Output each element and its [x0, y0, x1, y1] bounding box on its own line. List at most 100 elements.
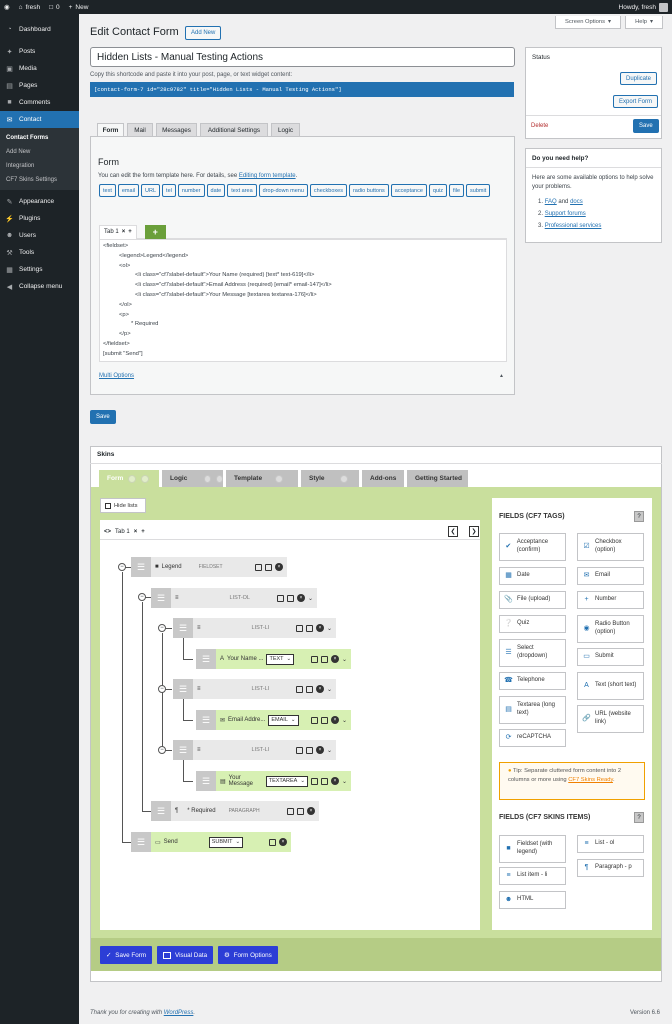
field-recaptcha[interactable]: ⟳reCAPTCHA — [499, 729, 566, 747]
drag-handle-icon[interactable]: ☰ — [196, 710, 216, 730]
multi-options-link[interactable]: Multi Options — [99, 373, 134, 379]
chevron-down-icon[interactable]: ⌄ — [327, 747, 332, 754]
duplicate-icon[interactable] — [306, 625, 313, 632]
help-question-icon[interactable]: ? — [634, 812, 644, 823]
chevron-down-icon[interactable]: ⌄ — [308, 595, 313, 602]
skins-tab-form[interactable]: Form — [99, 470, 159, 487]
sidebar-item-pages[interactable]: ▤Pages — [0, 77, 79, 94]
collapse-arrow-icon[interactable]: ▲ — [499, 373, 504, 379]
item-html[interactable]: ☻HTML — [499, 891, 566, 909]
tree-node-fieldset[interactable]: ☰ ■LegendFIELDSET× — [131, 557, 287, 577]
form-code-editor[interactable]: <fieldset> <legend>Legend</legend> <ol> … — [99, 239, 507, 362]
field-email[interactable]: ✉Email — [577, 567, 644, 585]
drag-handle-icon[interactable]: ☰ — [173, 740, 193, 760]
tree-node-list-li[interactable]: ☰ ≡LIST-LI×⌄ — [173, 740, 336, 760]
cf7-skins-ready-link[interactable]: CF7 Skins Ready — [568, 777, 613, 783]
edit-icon[interactable] — [311, 778, 318, 785]
tag-button-tel[interactable]: tel — [162, 184, 176, 197]
tag-button-submit[interactable]: submit — [466, 184, 490, 197]
professional-services-link[interactable]: Professional services — [545, 223, 602, 229]
sidebar-item-comments[interactable]: ■Comments — [0, 94, 79, 111]
add-tab-button[interactable]: + — [145, 225, 166, 239]
collapse-toggle[interactable]: − — [158, 685, 166, 693]
docs-link[interactable]: docs — [570, 199, 583, 205]
field-type-select[interactable]: EMAIL⌄ — [268, 715, 298, 726]
sidebar-item-media[interactable]: ▣Media — [0, 60, 79, 77]
item-paragraph[interactable]: ¶Paragraph - p — [577, 859, 644, 877]
field-type-select[interactable]: TEXTAREA⌄ — [266, 776, 308, 787]
tag-button-number[interactable]: number — [178, 184, 205, 197]
delete-link[interactable]: Delete — [531, 123, 548, 129]
visual-data-button[interactable]: Visual Data — [157, 946, 213, 964]
drag-handle-icon[interactable]: ☰ — [173, 679, 193, 699]
tab-mail[interactable]: Mail — [127, 123, 153, 137]
delete-icon[interactable]: × — [316, 685, 324, 693]
edit-icon[interactable] — [311, 656, 318, 663]
edit-icon[interactable] — [296, 625, 303, 632]
hide-lists-button[interactable]: Hide lists — [100, 498, 146, 513]
edit-icon[interactable] — [287, 808, 294, 815]
collapse-toggle[interactable]: − — [118, 563, 126, 571]
help-question-icon[interactable]: ? — [634, 511, 644, 522]
editor-tab-1[interactable]: Tab 1×+ — [99, 225, 137, 239]
skins-tab-logic[interactable]: Logic — [162, 470, 223, 487]
chevron-down-icon[interactable]: ⌄ — [342, 717, 347, 724]
chevron-down-icon[interactable]: ⌄ — [342, 778, 347, 785]
chevron-down-icon[interactable]: ⌄ — [342, 656, 347, 663]
skins-tab-template[interactable]: Template — [226, 470, 298, 487]
skins-tab-addons[interactable]: Add-ons — [362, 470, 404, 487]
sidebar-item-tools[interactable]: ⚒Tools — [0, 244, 79, 261]
delete-icon[interactable]: × — [307, 807, 315, 815]
tree-node-list-li[interactable]: ☰ ≡LIST-LI×⌄ — [173, 618, 336, 638]
field-select[interactable]: ☰Select (dropdown) — [499, 639, 566, 667]
duplicate-icon[interactable] — [297, 808, 304, 815]
tree-node-send[interactable]: ☰ ▭SendSUBMIT⌄× — [131, 832, 291, 852]
tree-node-list-ol[interactable]: ☰ ≡LIST-OL×⌄ — [151, 588, 317, 608]
submenu-contact-forms[interactable]: Contact Forms — [0, 131, 79, 145]
field-type-select[interactable]: TEXT⌄ — [266, 654, 294, 665]
field-acceptance[interactable]: ✔Acceptance (confirm) — [499, 533, 566, 561]
field-telephone[interactable]: ☎Telephone — [499, 672, 566, 690]
item-fieldset[interactable]: ■Fieldset (with legend) — [499, 835, 566, 863]
add-new-button[interactable]: Add New — [185, 26, 221, 40]
item-list-li[interactable]: ≡List item - li — [499, 867, 566, 885]
sidebar-item-users[interactable]: ☻Users — [0, 227, 79, 244]
export-form-button[interactable]: Export Form — [613, 95, 658, 108]
field-text[interactable]: AText (short text) — [577, 672, 644, 700]
field-number[interactable]: +Number — [577, 591, 644, 609]
skins-tab-style[interactable]: Style — [301, 470, 359, 487]
save-form-button[interactable]: ✓Save Form — [100, 946, 152, 964]
form-title-input[interactable] — [90, 47, 515, 67]
skins-tab-getting-started[interactable]: Getting Started — [407, 470, 468, 487]
tab-additional-settings[interactable]: Additional Settings — [200, 123, 268, 137]
delete-icon[interactable]: × — [331, 655, 339, 663]
tag-button-checkboxes[interactable]: checkboxes — [310, 184, 347, 197]
delete-icon[interactable]: × — [316, 746, 324, 754]
duplicate-icon[interactable] — [265, 564, 272, 571]
field-checkbox[interactable]: ☑Checkbox (option) — [577, 533, 644, 561]
sidebar-item-dashboard[interactable]: ◔Dashboard — [0, 21, 79, 38]
tree-node-paragraph[interactable]: ☰ ¶* RequiredPARAGRAPH× — [151, 801, 319, 821]
new-content-link[interactable]: +New — [69, 4, 89, 11]
tag-button-textarea[interactable]: text area — [227, 184, 256, 197]
chevron-down-icon[interactable]: ⌄ — [327, 686, 332, 693]
sidebar-item-posts[interactable]: ✦Posts — [0, 43, 79, 60]
account-menu[interactable]: Howdy, fresh — [619, 3, 668, 12]
delete-icon[interactable]: × — [331, 716, 339, 724]
help-button[interactable]: Help▾ — [625, 16, 663, 29]
field-type-select[interactable]: SUBMIT⌄ — [209, 837, 243, 848]
delete-icon[interactable]: × — [279, 838, 287, 846]
sidebar-item-plugins[interactable]: ⚡Plugins — [0, 210, 79, 227]
close-icon[interactable]: × — [122, 229, 126, 235]
plus-icon[interactable]: + — [128, 229, 132, 235]
shortcode-field[interactable]: [contact-form-7 id="28c9782" title="Hidd… — [90, 82, 514, 97]
tree-node-your-message[interactable]: ☰ ▤Your MessageTEXTAREA⌄×⌄ — [196, 771, 351, 791]
edit-icon[interactable] — [255, 564, 262, 571]
site-name-link[interactable]: ⌂fresh — [19, 4, 40, 11]
tag-button-radio[interactable]: radio buttons — [349, 184, 389, 197]
tag-button-url[interactable]: URL — [141, 184, 160, 197]
tag-button-text[interactable]: text — [99, 184, 116, 197]
collapse-toggle[interactable]: − — [138, 593, 146, 601]
drag-handle-icon[interactable]: ☰ — [131, 832, 151, 852]
tree-node-email-address[interactable]: ☰ ✉Email Addre...EMAIL⌄×⌄ — [196, 710, 351, 730]
